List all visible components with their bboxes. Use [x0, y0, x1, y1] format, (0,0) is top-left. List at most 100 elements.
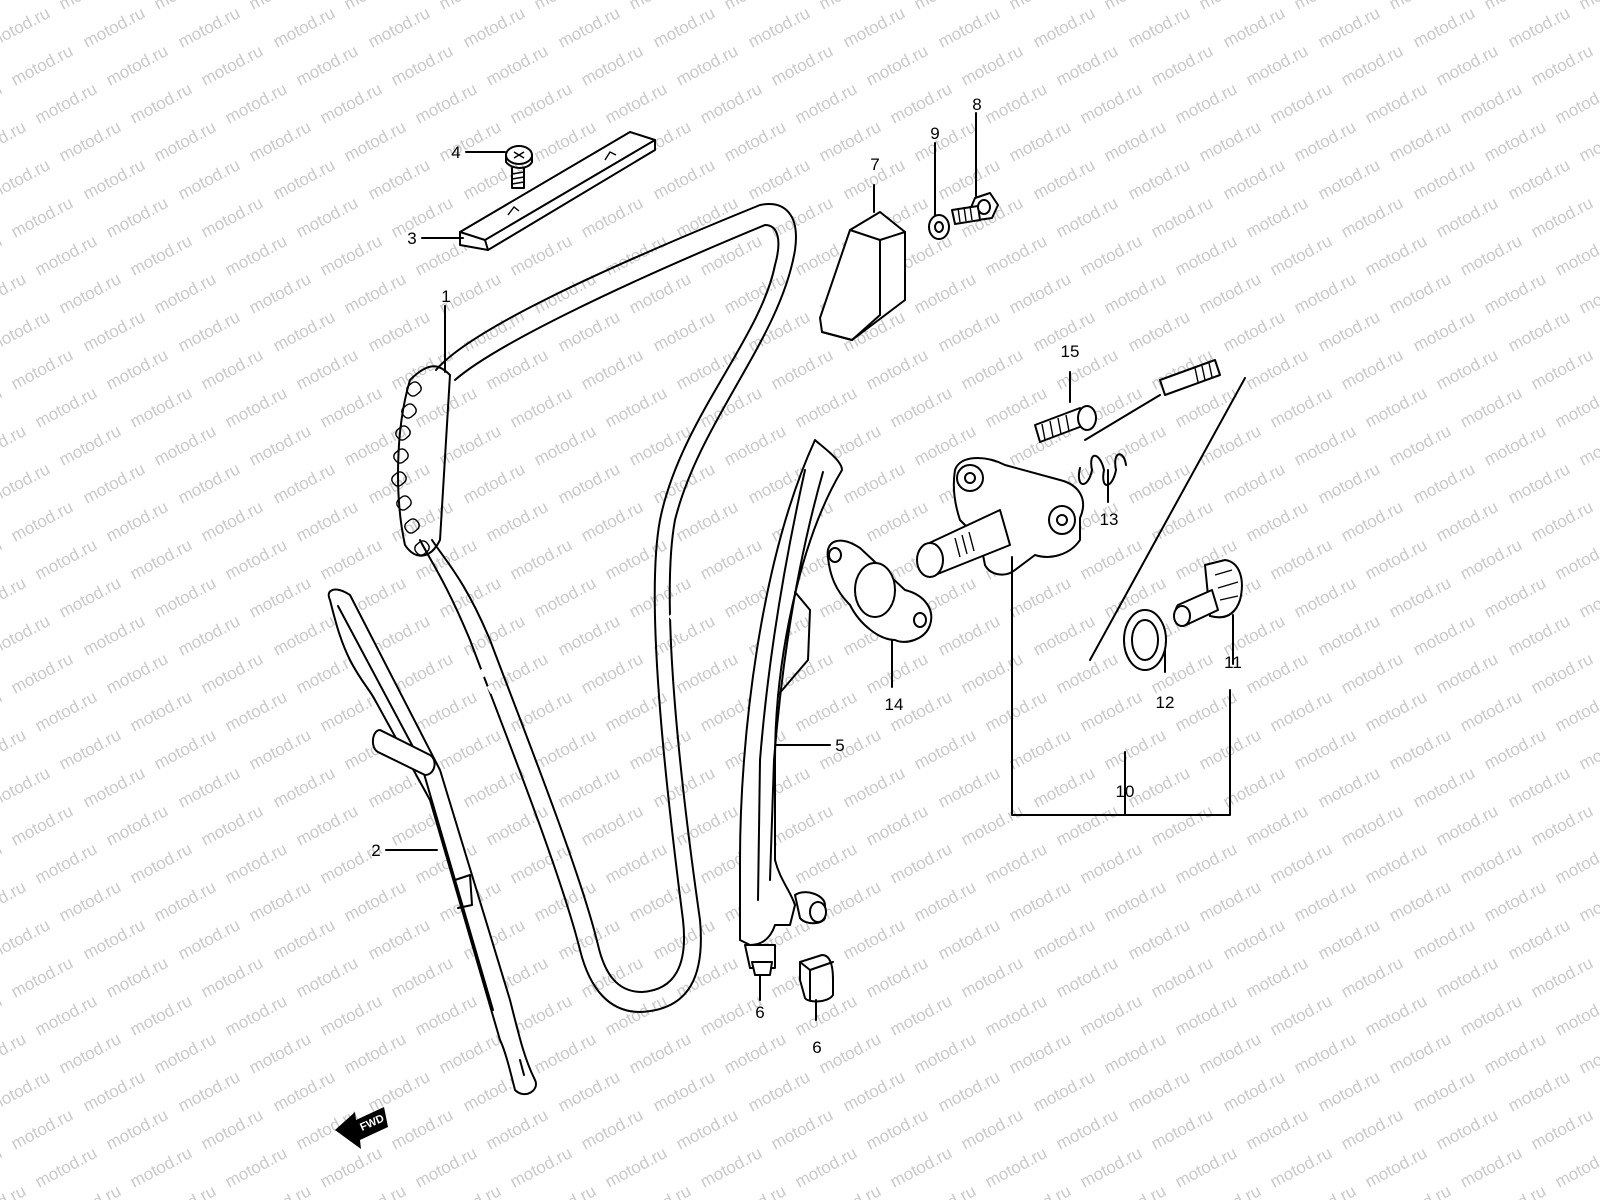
- watermark-text: motod.ru: [1481, 1181, 1549, 1200]
- watermark-text: motod.ru: [1006, 0, 1074, 14]
- watermark-text: motod.ru: [1148, 801, 1216, 849]
- watermark-text: motod.ru: [32, 687, 100, 735]
- callout-labels: 1 2 3 4 5 6 6 7 8 9 10 11 12 13 14 15: [371, 95, 1242, 1057]
- watermark-text: motod.ru: [151, 573, 219, 621]
- callout-5: 5: [835, 736, 844, 755]
- watermark-text: motod.ru: [602, 535, 670, 583]
- watermark-text: motod.ru: [935, 307, 1003, 355]
- watermark-text: motod.ru: [151, 0, 219, 14]
- watermark-text: motod.ru: [1315, 155, 1383, 203]
- watermark-text: motod.ru: [982, 231, 1050, 279]
- watermark-text: motod.ru: [317, 991, 385, 1039]
- watermark-text: motod.ru: [935, 763, 1003, 811]
- watermark-text: motod.ru: [103, 649, 171, 697]
- watermark-text: motod.ru: [341, 0, 409, 14]
- watermark-text: motod.ru: [1006, 725, 1074, 773]
- fwd-arrow-icon: FWD: [335, 1107, 388, 1149]
- watermark-text: motod.ru: [8, 345, 76, 393]
- watermark-text: motod.ru: [293, 193, 361, 241]
- watermark-text: motod.ru: [1243, 345, 1311, 393]
- watermark-text: motod.ru: [768, 1105, 836, 1153]
- watermark-text: motod.ru: [56, 0, 124, 14]
- watermark-text: motod.ru: [1243, 497, 1311, 545]
- watermark-text: motod.ru: [0, 915, 53, 963]
- watermark-text: motod.ru: [1243, 649, 1311, 697]
- watermark-text: motod.ru: [1552, 687, 1600, 735]
- watermark-text: motod.ru: [0, 877, 29, 925]
- watermark-text: motod.ru: [1552, 839, 1600, 887]
- watermark-text: motod.ru: [80, 459, 148, 507]
- watermark-text: motod.ru: [56, 1029, 124, 1077]
- watermark-text: motod.ru: [222, 79, 290, 127]
- watermark-text: motod.ru: [602, 383, 670, 431]
- watermark-text: motod.ru: [412, 991, 480, 1039]
- callout-6-left: 6: [755, 1003, 764, 1022]
- watermark-text: motod.ru: [32, 79, 100, 127]
- watermark-text: motod.ru: [1220, 915, 1288, 963]
- watermark-text: motod.ru: [1505, 3, 1573, 51]
- assembly-bracket-line: [1089, 377, 1246, 661]
- watermark-text: motod.ru: [1410, 155, 1478, 203]
- watermark-text: motod.ru: [626, 1029, 694, 1077]
- watermark-text: motod.ru: [1006, 269, 1074, 317]
- watermark-text: motod.ru: [0, 839, 5, 887]
- watermark-text: motod.ru: [270, 763, 338, 811]
- watermark-text: motod.ru: [32, 535, 100, 583]
- watermark-text: motod.ru: [151, 117, 219, 165]
- watermark-text: motod.ru: [1576, 877, 1600, 925]
- watermark-text: motod.ru: [317, 383, 385, 431]
- watermark-text: motod.ru: [198, 953, 266, 1001]
- watermark-text: motod.ru: [341, 117, 409, 165]
- gasket-no14: [826, 539, 933, 643]
- watermark-text: motod.ru: [0, 421, 29, 469]
- cam-chain: [391, 203, 797, 1013]
- watermark-text: motod.ru: [1196, 117, 1264, 165]
- watermark-text: motod.ru: [151, 421, 219, 469]
- watermark-text: motod.ru: [317, 79, 385, 127]
- watermark-text: motod.ru: [1291, 117, 1359, 165]
- watermark-text: motod.ru: [32, 1143, 100, 1191]
- bolt-no8: [951, 192, 999, 225]
- watermark-text: motod.ru: [507, 231, 575, 279]
- watermark-text: motod.ru: [1053, 953, 1121, 1001]
- watermark-text: motod.ru: [1101, 1029, 1169, 1077]
- watermark-text: motod.ru: [1505, 1067, 1573, 1115]
- watermark-text: motod.ru: [602, 839, 670, 887]
- watermark-text: motod.ru: [1077, 991, 1145, 1039]
- watermark-text: motod.ru: [911, 877, 979, 925]
- watermark-text: motod.ru: [578, 41, 646, 89]
- watermark-text: motod.ru: [1505, 307, 1573, 355]
- watermark-text: motod.ru: [1338, 345, 1406, 393]
- watermark-text: motod.ru: [602, 1143, 670, 1191]
- watermark-text: motod.ru: [863, 649, 931, 697]
- watermark-text: motod.ru: [1528, 193, 1596, 241]
- watermark-text: motod.ru: [555, 611, 623, 659]
- watermark-text: motod.ru: [151, 269, 219, 317]
- watermark-text: motod.ru: [578, 193, 646, 241]
- watermark-text: motod.ru: [246, 269, 314, 317]
- watermark-text: motod.ru: [1101, 421, 1169, 469]
- watermark-text: motod.ru: [840, 1067, 908, 1115]
- watermark-text: motod.ru: [911, 269, 979, 317]
- watermark-text: motod.ru: [958, 801, 1026, 849]
- watermark-text: motod.ru: [1528, 649, 1596, 697]
- watermark-text: motod.ru: [1148, 497, 1216, 545]
- watermark-text: motod.ru: [1196, 1181, 1264, 1200]
- watermark-text: motod.ru: [1053, 649, 1121, 697]
- watermark-text: motod.ru: [721, 117, 789, 165]
- watermark-text: motod.ru: [293, 801, 361, 849]
- watermark-text: motod.ru: [1386, 1029, 1454, 1077]
- watermark-text: motod.ru: [1030, 611, 1098, 659]
- watermark-text: motod.ru: [626, 1181, 694, 1200]
- watermark-text: motod.ru: [1410, 459, 1478, 507]
- watermark-text: motod.ru: [792, 687, 860, 735]
- watermark-text: motod.ru: [578, 649, 646, 697]
- watermark-text: motod.ru: [507, 535, 575, 583]
- watermark-text: motod.ru: [270, 459, 338, 507]
- watermark-text: motod.ru: [127, 535, 195, 583]
- watermark-text: motod.ru: [365, 155, 433, 203]
- watermark-text: motod.ru: [8, 193, 76, 241]
- watermark-text: motod.ru: [1481, 269, 1549, 317]
